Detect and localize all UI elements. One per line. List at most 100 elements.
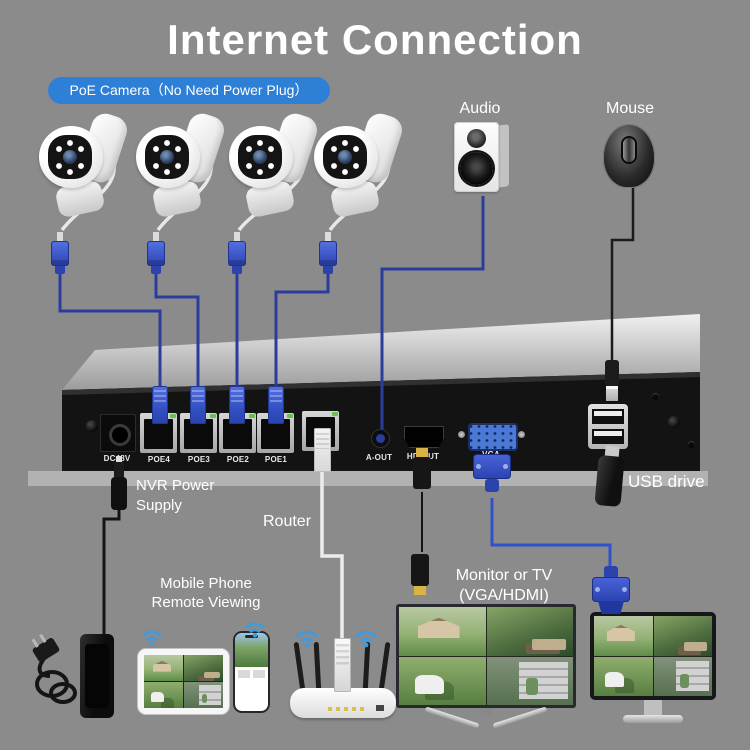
vga-connector bbox=[592, 566, 630, 614]
monitor-base bbox=[623, 715, 683, 723]
panel-screw bbox=[668, 416, 680, 428]
vga-cable bbox=[490, 498, 612, 576]
port-label-poe2: POE2 bbox=[226, 455, 250, 464]
camera-feed bbox=[594, 656, 653, 696]
rj45-plug-poe1 bbox=[268, 386, 284, 424]
tv-leg bbox=[424, 706, 480, 729]
hdmi-connector bbox=[412, 448, 432, 496]
link-led bbox=[170, 414, 176, 418]
port-label-poe1: POE1 bbox=[264, 455, 288, 464]
wifi-icon bbox=[141, 630, 163, 646]
camera-head bbox=[314, 126, 378, 188]
tweeter-icon bbox=[467, 129, 486, 148]
vga-port bbox=[468, 423, 518, 451]
tv-leg bbox=[492, 706, 548, 729]
wifi-icon bbox=[244, 622, 266, 638]
nvr-power-label: NVR Power Supply bbox=[136, 477, 215, 514]
rj45-connector bbox=[228, 232, 246, 274]
camera-feed bbox=[144, 682, 183, 708]
mouse bbox=[603, 124, 655, 188]
usb-port bbox=[592, 429, 624, 444]
camera-feed bbox=[235, 633, 268, 668]
usb-port bbox=[592, 409, 624, 424]
usb-drive-label: USB drive bbox=[628, 472, 705, 491]
router bbox=[290, 624, 396, 722]
dc-power-plug bbox=[111, 456, 127, 510]
camera-feed bbox=[486, 607, 573, 656]
camera-lens-icon bbox=[63, 150, 77, 164]
monitor-label: Monitor or TV (VGA/HDMI) bbox=[455, 567, 553, 604]
tv-stand bbox=[480, 708, 492, 715]
mouse-cable bbox=[610, 186, 635, 366]
camera-feed bbox=[653, 656, 712, 696]
camera-feed bbox=[399, 607, 486, 656]
link-led bbox=[287, 414, 293, 418]
ethernet-cable-cam1 bbox=[274, 274, 330, 392]
camera-lens-icon bbox=[160, 150, 174, 164]
port-label-aout: A-OUT bbox=[365, 453, 393, 462]
speaker-front bbox=[454, 122, 499, 192]
tv-bezel bbox=[396, 604, 576, 708]
router-antenna bbox=[293, 641, 306, 693]
phone-notch bbox=[244, 635, 259, 638]
camera-feed bbox=[399, 656, 486, 705]
wifi-icon bbox=[295, 630, 319, 648]
hdmi-out-port bbox=[404, 426, 444, 448]
camera-feed bbox=[653, 616, 712, 656]
router-antenna bbox=[313, 641, 322, 693]
poe-camera bbox=[134, 110, 230, 232]
power-cord-coil bbox=[49, 682, 77, 704]
camera-feed bbox=[144, 655, 183, 681]
router-body bbox=[290, 688, 396, 718]
panel-hole bbox=[688, 441, 695, 448]
rj45-connector bbox=[147, 232, 165, 274]
rj45-connector bbox=[319, 232, 337, 274]
dc48v-port bbox=[100, 414, 136, 452]
usb-drive bbox=[594, 445, 625, 508]
router-status-leds bbox=[328, 707, 364, 711]
rj45-plug-poe2 bbox=[229, 386, 245, 424]
camera-feed bbox=[594, 616, 653, 656]
port-label-poe3: POE3 bbox=[187, 455, 211, 464]
poe-camera bbox=[227, 110, 323, 232]
camera-feed bbox=[486, 656, 573, 705]
rj45-plug-poe3 bbox=[190, 386, 206, 424]
audio-out-port bbox=[371, 429, 390, 448]
table-strip bbox=[28, 471, 708, 486]
ethernet-cable-cam3 bbox=[154, 274, 200, 392]
monitor-bezel bbox=[590, 612, 716, 700]
camera-face bbox=[238, 135, 282, 179]
woofer-icon bbox=[460, 152, 493, 185]
smartphone bbox=[233, 631, 270, 713]
lan-cable bbox=[320, 470, 344, 644]
router-antenna bbox=[362, 641, 371, 693]
link-led bbox=[249, 414, 255, 418]
page-title: Internet Connection bbox=[167, 16, 583, 63]
rj45-plug-router bbox=[334, 638, 351, 692]
panel-screw bbox=[86, 420, 98, 432]
camera-face bbox=[48, 135, 92, 179]
camera-feed bbox=[184, 682, 223, 708]
camera-face bbox=[145, 135, 189, 179]
mouse-usb-connector bbox=[604, 360, 620, 402]
audio-speaker bbox=[454, 120, 512, 194]
camera-head bbox=[229, 126, 293, 188]
poe-camera-banner: PoE Camera（No Need Power Plug） bbox=[48, 77, 330, 104]
camera-lens-icon bbox=[253, 150, 267, 164]
tv-screen bbox=[399, 607, 573, 705]
poe1-port bbox=[257, 413, 294, 453]
vga-port-screw bbox=[518, 431, 525, 438]
monitor-stand bbox=[644, 700, 662, 717]
camera-face bbox=[323, 135, 367, 179]
mobile-viewing-label: Mobile Phone Remote Viewing bbox=[151, 575, 261, 611]
camera-head bbox=[136, 126, 200, 188]
mouse-label: Mouse bbox=[605, 100, 655, 117]
wifi-icon bbox=[354, 630, 378, 648]
camera-lens-icon bbox=[338, 150, 352, 164]
link-led bbox=[332, 412, 338, 416]
router-antenna bbox=[378, 641, 391, 693]
audio-cable bbox=[380, 196, 485, 431]
tv bbox=[396, 604, 576, 734]
vga-connector bbox=[473, 454, 511, 500]
